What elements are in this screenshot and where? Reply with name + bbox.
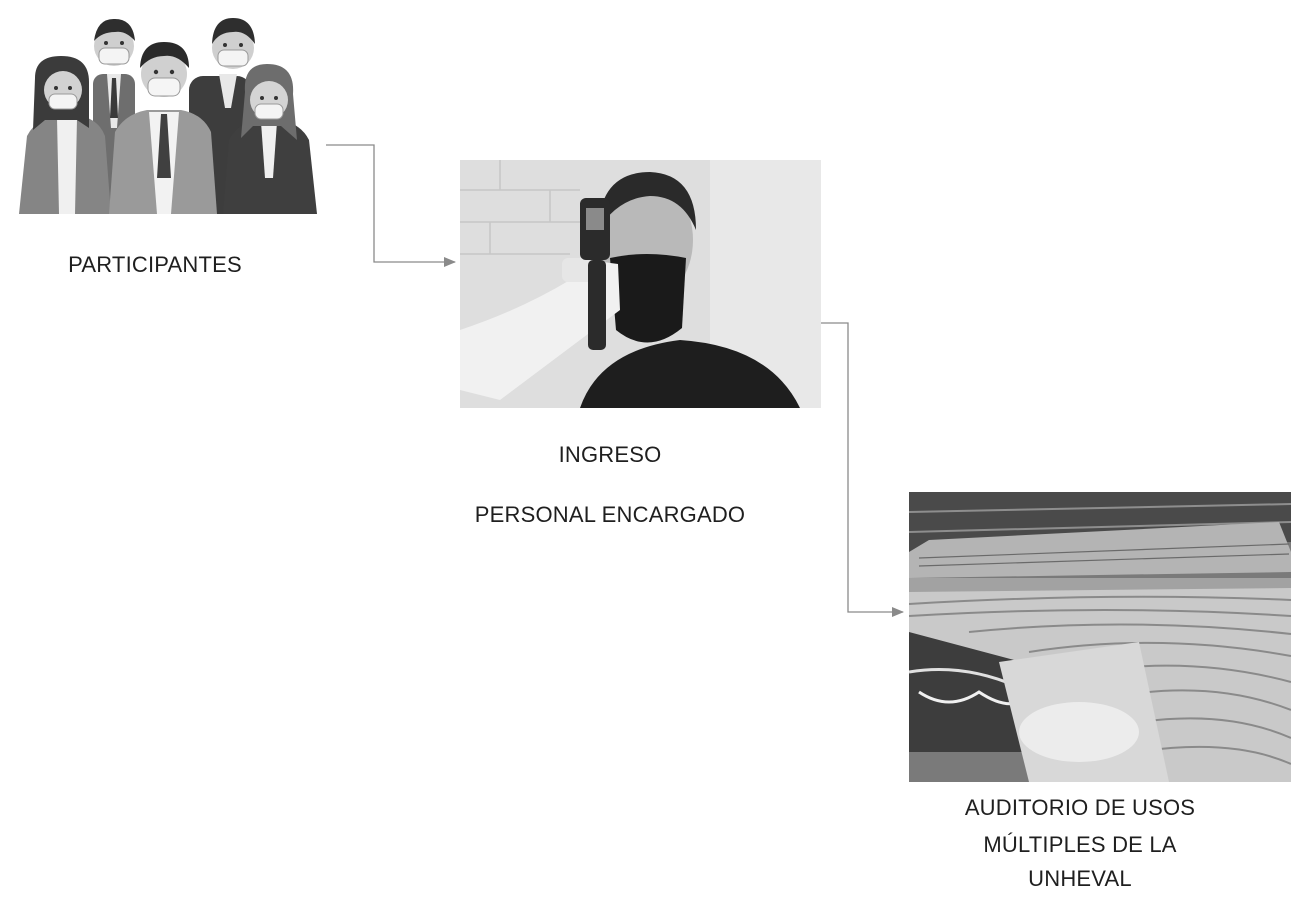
participants-image: [5, 8, 325, 214]
auditorium-label-line-2: MÚLTIPLES DE LA: [983, 832, 1177, 857]
edge-entry-to-auditorium: [820, 322, 904, 617]
entry-image: [460, 160, 821, 408]
person-front-center: [109, 42, 217, 214]
brick-wall: [460, 160, 580, 255]
person-front-left: [19, 56, 111, 214]
auditorium-image: [909, 492, 1291, 782]
participants-label: PARTICIPANTES: [68, 252, 242, 277]
person-shirt: [580, 340, 800, 408]
person-front-right: [223, 64, 317, 214]
entry-label-subtitle: PERSONAL ENCARGADO: [474, 502, 746, 527]
auditorium-label-line-1: AUDITORIO DE USOS: [964, 795, 1196, 820]
entry-label-title: INGRESO: [558, 442, 662, 467]
arm: [460, 260, 620, 400]
upper-balcony: [909, 522, 1291, 578]
face-mask: [610, 254, 686, 343]
auditorium-label-line-3: UNHEVAL: [1028, 866, 1132, 891]
edge-participants-to-entry: [326, 144, 456, 267]
